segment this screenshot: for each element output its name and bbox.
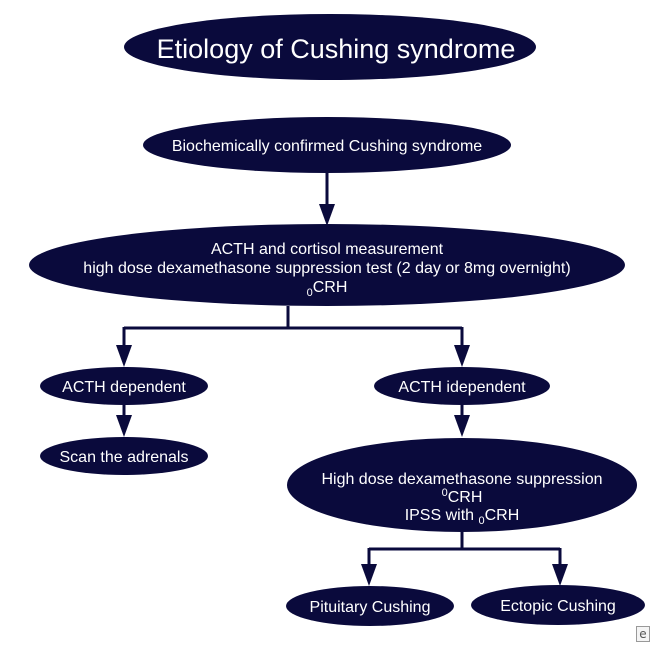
node-label: Scan the adrenals — [60, 449, 189, 466]
node-acth-dependent: ACTH dependent — [40, 367, 208, 405]
title-text: Etiology of Cushing syndrome — [157, 34, 516, 64]
node-label-line2: high dose dexamethasone suppression test… — [83, 260, 570, 277]
node-pituitary-cushing: Pituitary Cushing — [286, 586, 454, 626]
node-acth-independent: ACTH idependent — [374, 367, 550, 405]
node-label-line3: IPSS with 0CRH — [405, 507, 520, 527]
arrowhead — [116, 345, 132, 367]
node-label: Biochemically confirmed Cushing syndrome — [172, 138, 482, 155]
node-scan-adrenals: Scan the adrenals — [40, 437, 208, 475]
node-label: Pituitary Cushing — [310, 599, 431, 616]
arrowhead — [319, 204, 335, 226]
node-biochemically-confirmed: Biochemically confirmed Cushing syndrome — [143, 117, 511, 173]
node-label: ACTH idependent — [398, 379, 526, 396]
node-label-line1: ACTH and cortisol measurement — [211, 241, 444, 258]
superscript: 0 — [442, 487, 448, 499]
arrowhead — [454, 345, 470, 367]
arrowhead — [454, 415, 470, 437]
node-label: Ectopic Cushing — [500, 598, 616, 615]
subscript: 0 — [479, 515, 485, 527]
node-label: ACTH dependent — [62, 379, 186, 396]
node-label-line1: High dose dexamethasone suppression — [321, 471, 602, 488]
subscript: 0 — [307, 287, 313, 299]
node-label-line2: 0CRH — [442, 487, 483, 506]
node-ectopic-cushing: Ectopic Cushing — [471, 585, 645, 625]
arrowhead — [361, 564, 377, 586]
arrowhead — [116, 415, 132, 437]
node-hdds: High dose dexamethasone suppression 0CRH… — [287, 438, 637, 532]
arrowhead — [552, 564, 568, 586]
node-tests: ACTH and cortisol measurement high dose … — [29, 224, 625, 306]
title-node: Etiology of Cushing syndrome — [124, 14, 536, 80]
node-label-line3: 0CRH — [307, 279, 348, 299]
e-logo-icon: e — [636, 626, 650, 642]
